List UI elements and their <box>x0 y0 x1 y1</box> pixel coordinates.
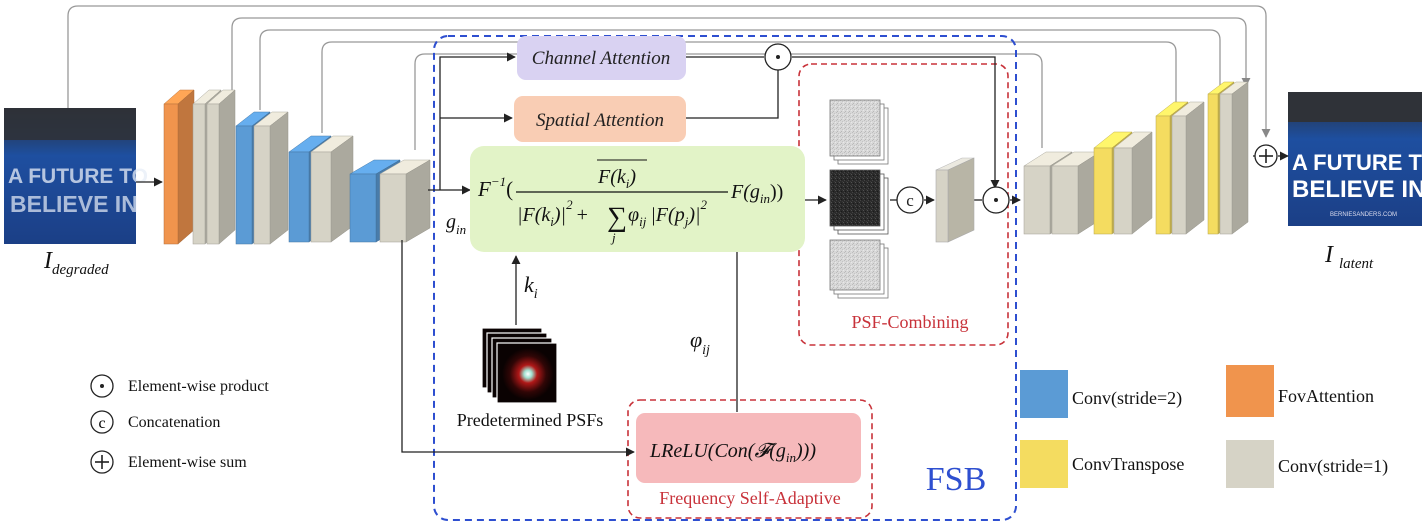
skip-connections <box>67 5 1271 150</box>
legend-swatch <box>1020 370 1068 418</box>
input-image-text-1: A FUTURE TO <box>8 165 148 188</box>
frequency-adaptive-label: Frequency Self-Adaptive <box>659 488 840 508</box>
spatial-attention-box: Spatial Attention <box>514 96 686 142</box>
legend-label: Element-wise sum <box>128 454 247 471</box>
lrelu-label: LReLU(Con(𝓕(gin))) <box>649 440 816 465</box>
gin-label: gin <box>446 211 466 237</box>
symbol-legend-item: Element-wise sum <box>90 450 247 474</box>
ki-label: ki <box>524 272 538 302</box>
legend-label: Element-wise product <box>128 378 269 395</box>
sum-node <box>1254 144 1278 168</box>
psf-stack <box>481 327 558 404</box>
symbol-legend-item: c Concatenation <box>90 410 220 434</box>
svg-text:F(ki): F(ki) <box>597 166 636 191</box>
lrelu-box: LReLU(Con(𝓕(gin))) <box>636 413 861 483</box>
input-image: A FUTURE TO BELIEVE IN <box>4 108 148 244</box>
svg-text:φij|F(pj)|2: φij|F(pj)|2 <box>628 197 707 229</box>
legend-label: FovAttention <box>1278 386 1374 406</box>
conv-s1-block-5 <box>379 159 431 243</box>
psf-feature-stack-bottom <box>829 239 889 299</box>
legend-symbol: c <box>98 415 105 432</box>
conv-s1-block-7 <box>1051 151 1101 235</box>
channel-attention-box: Channel Attention <box>517 36 686 80</box>
output-image-small-text: BERNIESANDERS.COM <box>1330 212 1397 218</box>
color-legend-item: ConvTranspose <box>1020 440 1184 488</box>
channel-attention-label: Channel Attention <box>532 48 670 69</box>
wiener-formula: F−1( F(ki) |F(ki)|2+ ∑ j φij|F(pj)|2 F(g… <box>477 159 783 245</box>
color-legend-item: FovAttention <box>1226 365 1374 417</box>
input-label: Idegraded <box>43 248 109 278</box>
flow-lines <box>136 52 1289 457</box>
legend-label: ConvTranspose <box>1072 454 1184 474</box>
phi-label: φij <box>690 327 710 358</box>
fov-attention-block <box>163 89 195 245</box>
legend-swatch <box>1020 440 1068 488</box>
output-image: A FUTURE TO BELIEVE IN BERNIESANDERS.COM <box>1288 92 1426 226</box>
formula-box: F−1( F(ki) |F(ki)|2+ ∑ j φij|F(pj)|2 F(g… <box>470 146 805 252</box>
svg-text:c: c <box>906 191 914 210</box>
fsb-box <box>433 35 1017 521</box>
symbol-legend: Element-wise product c ConcatenationElemen… <box>90 374 269 474</box>
conv-s1-block-3 <box>253 111 289 245</box>
psf-feature-stack-mid <box>829 169 889 235</box>
product-node-right <box>982 186 1010 214</box>
svg-text:j: j <box>610 230 616 245</box>
legend-swatch <box>1226 440 1274 488</box>
psf-combined-block <box>935 157 975 243</box>
svg-text:|F(ki)|2+: |F(ki)|2+ <box>517 197 588 229</box>
psf-combining-label: PSF-Combining <box>851 312 968 332</box>
legend-label: Conv(stride=1) <box>1278 456 1388 477</box>
legend-label: Conv(stride=2) <box>1072 388 1182 409</box>
spatial-attention-label: Spatial Attention <box>536 110 664 131</box>
legend-swatch <box>1226 365 1274 417</box>
input-image-text-2: BELIEVE IN <box>10 191 138 217</box>
concat-node: c <box>896 186 924 214</box>
conv-s1-block-8 <box>1113 131 1153 235</box>
svg-text:F(gin)): F(gin)) <box>730 181 783 206</box>
conv-s1-block-2 <box>206 89 236 245</box>
conv-s1-block-4 <box>310 135 354 243</box>
predetermined-psfs-label: Predetermined PSFs <box>457 410 604 430</box>
fsb-label: FSB <box>926 461 987 498</box>
conv-blocks <box>163 81 1249 245</box>
legend-label: Concatenation <box>128 414 220 431</box>
svg-text:∑: ∑ <box>607 202 627 233</box>
conv-s1-block-10 <box>1219 81 1249 235</box>
product-node-top <box>764 43 792 71</box>
psf-feature-stack-top <box>829 99 889 165</box>
frequency-adaptive-box <box>627 399 873 519</box>
svg-text:F−1(: F−1( <box>477 174 513 201</box>
output-image-text-2: BELIEVE IN <box>1292 176 1425 203</box>
output-image-text-1: A FUTURE TO <box>1292 150 1426 175</box>
color-legend-item: Conv(stride=2) <box>1020 370 1182 418</box>
conv-s1-block-9 <box>1171 101 1205 235</box>
color-legend-item: Conv(stride=1) <box>1226 440 1388 488</box>
symbol-legend-item: Element-wise product <box>90 374 269 398</box>
